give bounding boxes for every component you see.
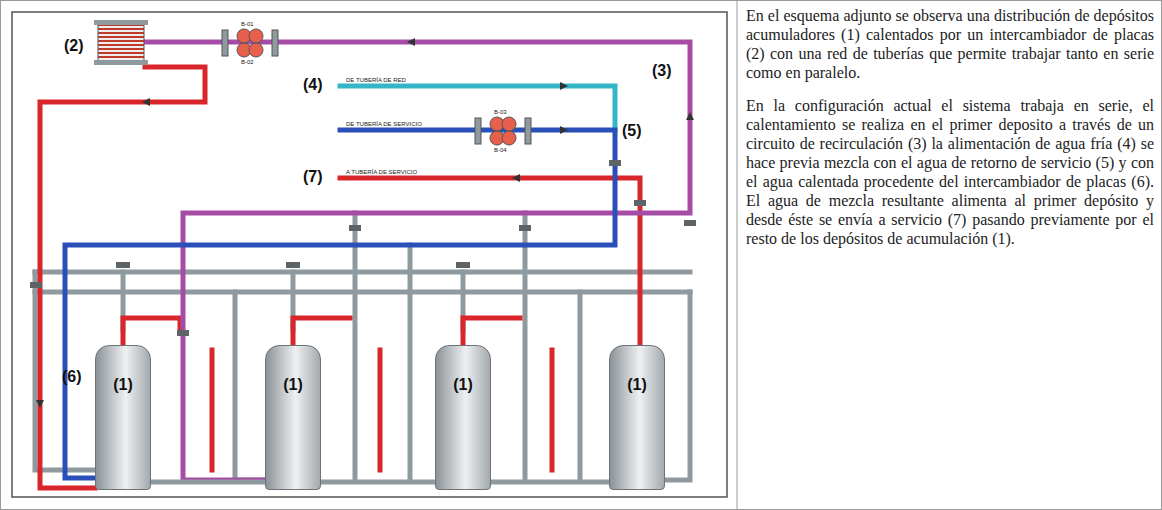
description-paragraph: En el esquema adjunto se observa una dis… — [746, 6, 1154, 82]
series-pipe — [321, 480, 435, 485]
callout-number: (3) — [652, 62, 672, 80]
text-panel: En el esquema adjunto se observa una dis… — [740, 2, 1160, 266]
pump-label: B-04 — [493, 147, 508, 153]
callout-number: (5) — [622, 122, 642, 140]
series-pipe — [151, 480, 265, 485]
storage-tank: (1) — [435, 345, 491, 490]
storage-tank: (1) — [609, 345, 665, 490]
pump-label: B-01 — [240, 21, 255, 27]
callout-number: (1) — [627, 376, 647, 394]
pump-label: B-02 — [240, 59, 255, 65]
callout-number: (4) — [303, 76, 323, 94]
callout-number: (1) — [453, 376, 473, 394]
callout-number: (1) — [283, 376, 303, 394]
series-pipe — [491, 480, 609, 485]
storage-tank: (1) — [265, 345, 321, 490]
callout-number: (2) — [64, 37, 84, 55]
pump-label: B-03 — [493, 109, 508, 115]
callout-number: (7) — [303, 168, 323, 186]
pipe-label: DE TUBERÍA DE SERVICIO — [345, 121, 423, 127]
pipe-label: DE TUBERÍA DE RED — [345, 77, 407, 83]
callout-number: (1) — [113, 376, 133, 394]
pipe-label: A TUBERÍA DE SERVICIO — [345, 169, 418, 175]
description-paragraph: En la configuración actual el sistema tr… — [746, 96, 1154, 248]
callout-number: (6) — [62, 368, 82, 386]
storage-tank: (1) — [95, 345, 151, 490]
